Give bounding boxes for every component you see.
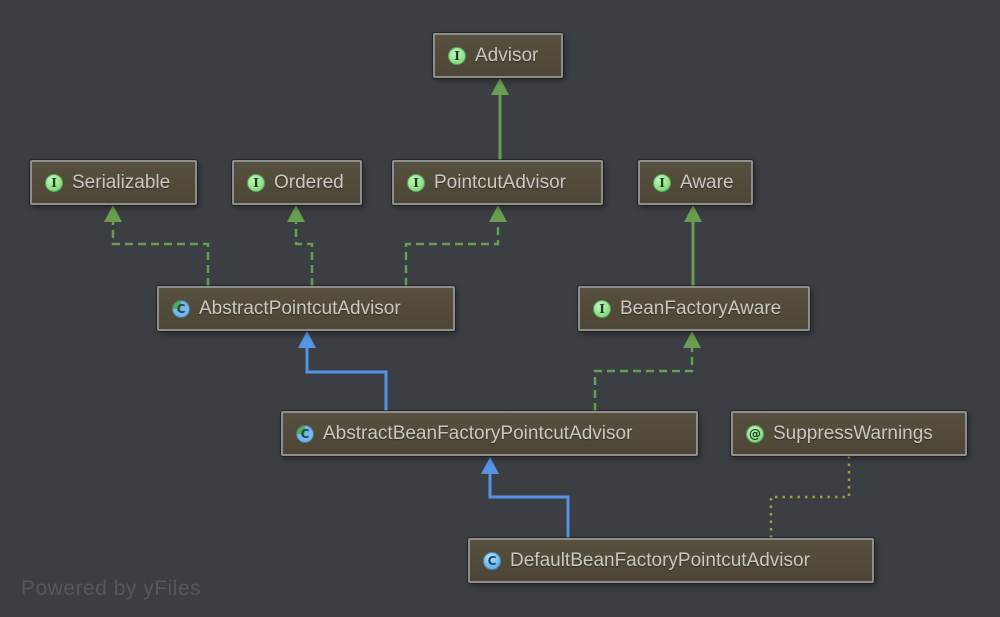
edge-abstractpointcutadvisor-implements-serializable xyxy=(111,221,210,286)
interface-icon: I xyxy=(593,299,611,318)
node-label: PointcutAdvisor xyxy=(434,172,567,193)
node-label: DefaultBeanFactoryPointcutAdvisor xyxy=(510,550,810,571)
node-label: Ordered xyxy=(274,172,344,193)
abstract-class-icon: C xyxy=(172,299,190,318)
node-serializable[interactable]: I Serializable xyxy=(30,160,197,205)
arrowhead-beanfactoryaware xyxy=(683,331,701,348)
node-label: SuppressWarnings xyxy=(773,423,933,444)
arrowhead-pointcutadvisor xyxy=(489,205,507,222)
yfiles-watermark: Powered by yFiles xyxy=(21,577,202,600)
edge-abstractpointcutadvisor-implements-ordered xyxy=(294,221,314,286)
node-label: BeanFactoryAware xyxy=(620,298,782,319)
interface-icon: I xyxy=(448,46,466,65)
class-icon: C xyxy=(483,551,501,570)
edge-abstractpointcutadvisor-implements-pointcutadvisor xyxy=(404,221,500,286)
arrowhead-aware xyxy=(684,205,702,222)
node-abstract-pointcut-advisor[interactable]: C AbstractPointcutAdvisor xyxy=(157,286,455,331)
node-bean-factory-aware[interactable]: I BeanFactoryAware xyxy=(578,286,810,331)
edge-abstractbeanfactorypointcutadvisor-extends-abstractpointcutadvisor xyxy=(305,347,388,411)
edge-defaultbeanfactorypointcutadvisor-extends-abstractbeanfactorypointcutadvisor xyxy=(488,473,570,538)
node-label: Aware xyxy=(680,172,734,193)
arrowhead-advisor xyxy=(491,78,509,95)
arrowhead-ordered xyxy=(287,205,305,222)
node-abstract-bean-factory-pointcut-advisor[interactable]: C AbstractBeanFactoryPointcutAdvisor xyxy=(281,411,698,456)
node-label: Serializable xyxy=(72,172,171,193)
node-suppress-warnings[interactable]: @ SuppressWarnings xyxy=(731,411,967,456)
node-default-bean-factory-pointcut-advisor[interactable]: C DefaultBeanFactoryPointcutAdvisor xyxy=(468,538,874,583)
interface-icon: I xyxy=(45,173,63,192)
abstract-class-icon: C xyxy=(296,424,314,443)
edge-abstractbeanfactorypointcutadvisor-implements-beanfactoryaware xyxy=(593,347,694,411)
node-label: AbstractBeanFactoryPointcutAdvisor xyxy=(323,423,633,444)
node-ordered[interactable]: I Ordered xyxy=(232,160,362,205)
node-advisor[interactable]: I Advisor xyxy=(433,33,563,78)
arrowhead-abstractbeanfactorypointcutadvisor xyxy=(481,457,499,474)
node-aware[interactable]: I Aware xyxy=(638,160,753,205)
interface-icon: I xyxy=(407,173,425,192)
node-label: AbstractPointcutAdvisor xyxy=(199,298,401,319)
arrowhead-abstractpointcutadvisor xyxy=(298,331,316,348)
node-label: Advisor xyxy=(475,45,539,66)
arrowhead-serializable xyxy=(104,205,122,222)
interface-icon: I xyxy=(247,173,265,192)
edge-defaultbeanfactorypointcutadvisor-annotation-suppresswarnings xyxy=(769,456,851,538)
annotation-icon: @ xyxy=(746,424,764,443)
interface-icon: I xyxy=(653,173,671,192)
node-pointcut-advisor[interactable]: I PointcutAdvisor xyxy=(392,160,603,205)
